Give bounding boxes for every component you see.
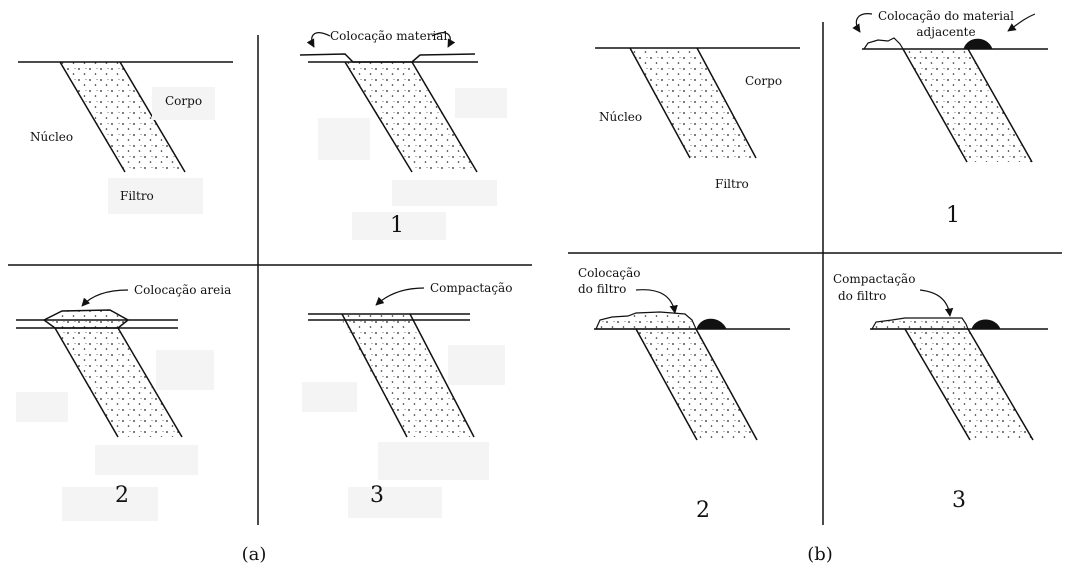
panel-a-step2-quadrant [16, 289, 214, 521]
panel-a-step1-quadrant [299, 32, 507, 240]
filter-trench [905, 329, 1033, 440]
filter-trench [55, 328, 182, 437]
sand-mound [42, 309, 130, 329]
step3-number: 3 [370, 483, 384, 508]
arrow [375, 287, 425, 306]
arrow-left [852, 13, 873, 33]
panel-b-step1-quadrant [852, 13, 1048, 163]
label-placeholder-box [95, 445, 198, 475]
step2-label: Colocação areia [134, 283, 231, 297]
label-placeholder-box [378, 442, 489, 480]
filter-trench [345, 62, 477, 172]
label-placeholder-box [318, 118, 370, 160]
filter-label: Filtro [120, 189, 154, 203]
step1-label-line2: adjacente [916, 25, 975, 39]
label-placeholder-box [302, 382, 357, 412]
panel-a-labels: Núcleo Corpo Filtro Colocação material 1… [30, 29, 512, 565]
adjacent-material-pile [696, 318, 727, 330]
label-placeholder-box [152, 87, 215, 120]
panel-a-step3-quadrant [302, 287, 505, 518]
label-placeholder-box [62, 487, 158, 521]
label-placeholder-box [448, 345, 505, 385]
arrow [635, 289, 678, 314]
label-placeholder-box [352, 212, 446, 240]
label-placeholder-box [455, 88, 507, 118]
panel-b-step2-quadrant [594, 289, 790, 441]
caption-a: (a) [242, 544, 267, 565]
step2-label-line1: Colocação [578, 266, 640, 280]
adjacent-material-pile [971, 319, 1001, 330]
trench-wall-left [341, 313, 408, 438]
filter-trench [342, 320, 474, 437]
step1-number: 1 [390, 213, 404, 238]
step1-label: Colocação material [330, 29, 447, 43]
step3-label-line1: Compactação [833, 272, 915, 286]
trench-wall-left [54, 327, 119, 438]
panel-b-step3-quadrant [870, 289, 1048, 441]
core-label: Núcleo [599, 110, 642, 124]
trench-wall-left [902, 48, 968, 163]
trench-wall-right [409, 313, 475, 438]
trench-wall-left [629, 47, 691, 159]
step1-label-line1: Colocação do material [878, 9, 1014, 23]
trench-wall-left [904, 328, 971, 441]
filter-trench [630, 48, 756, 158]
placed-material [863, 37, 904, 50]
arrow [919, 289, 954, 317]
core-label: Núcleo [30, 130, 73, 144]
filter-label: Filtro [715, 177, 749, 191]
label-placeholder-box [392, 180, 497, 206]
step3-number: 3 [952, 488, 966, 513]
trench-wall-right [117, 327, 183, 438]
panel-a [8, 32, 532, 525]
label-placeholder-box [16, 392, 68, 422]
label-placeholder-box [108, 178, 203, 214]
trench-wall-left [59, 61, 126, 173]
trench-wall-left [635, 328, 698, 441]
filter-trench [60, 62, 185, 172]
caption-b: (b) [807, 544, 833, 565]
adjacent-material-pile [963, 38, 993, 50]
panel-b-labels: Núcleo Corpo Filtro Colocação do materia… [578, 9, 1014, 565]
label-placeholder-box [348, 487, 442, 518]
trench-wall-right [695, 328, 758, 441]
step2-label-line2: do filtro [578, 282, 626, 296]
trench-wall-right [411, 61, 478, 173]
step2-number: 2 [115, 483, 129, 508]
filter-trench [636, 329, 757, 440]
step3-label: Compactação [430, 281, 512, 295]
material-layer [299, 53, 476, 63]
arrow-left [306, 32, 331, 48]
trench-wall-right [696, 47, 757, 159]
step2-number: 2 [696, 498, 710, 523]
panel-b [568, 13, 1062, 525]
body-label: Corpo [165, 94, 202, 108]
arrow [81, 289, 129, 307]
label-placeholder-box [156, 350, 214, 390]
filter-trench [903, 49, 1032, 162]
step3-label-line2: do filtro [838, 289, 886, 303]
trench-wall-right [967, 328, 1034, 441]
panel-a-initial-quadrant [18, 61, 233, 214]
body-label: Corpo [745, 74, 782, 88]
panel-b-initial-quadrant [595, 47, 800, 159]
compacted-filter-layer [870, 317, 969, 330]
trench-wall-left [344, 61, 413, 173]
compacted-layer [342, 314, 410, 320]
step1-number: 1 [946, 203, 960, 228]
filter-layer [595, 311, 697, 330]
arrow-right [431, 32, 456, 48]
arrow-right [1007, 13, 1036, 32]
trench-wall-right [967, 48, 1033, 163]
